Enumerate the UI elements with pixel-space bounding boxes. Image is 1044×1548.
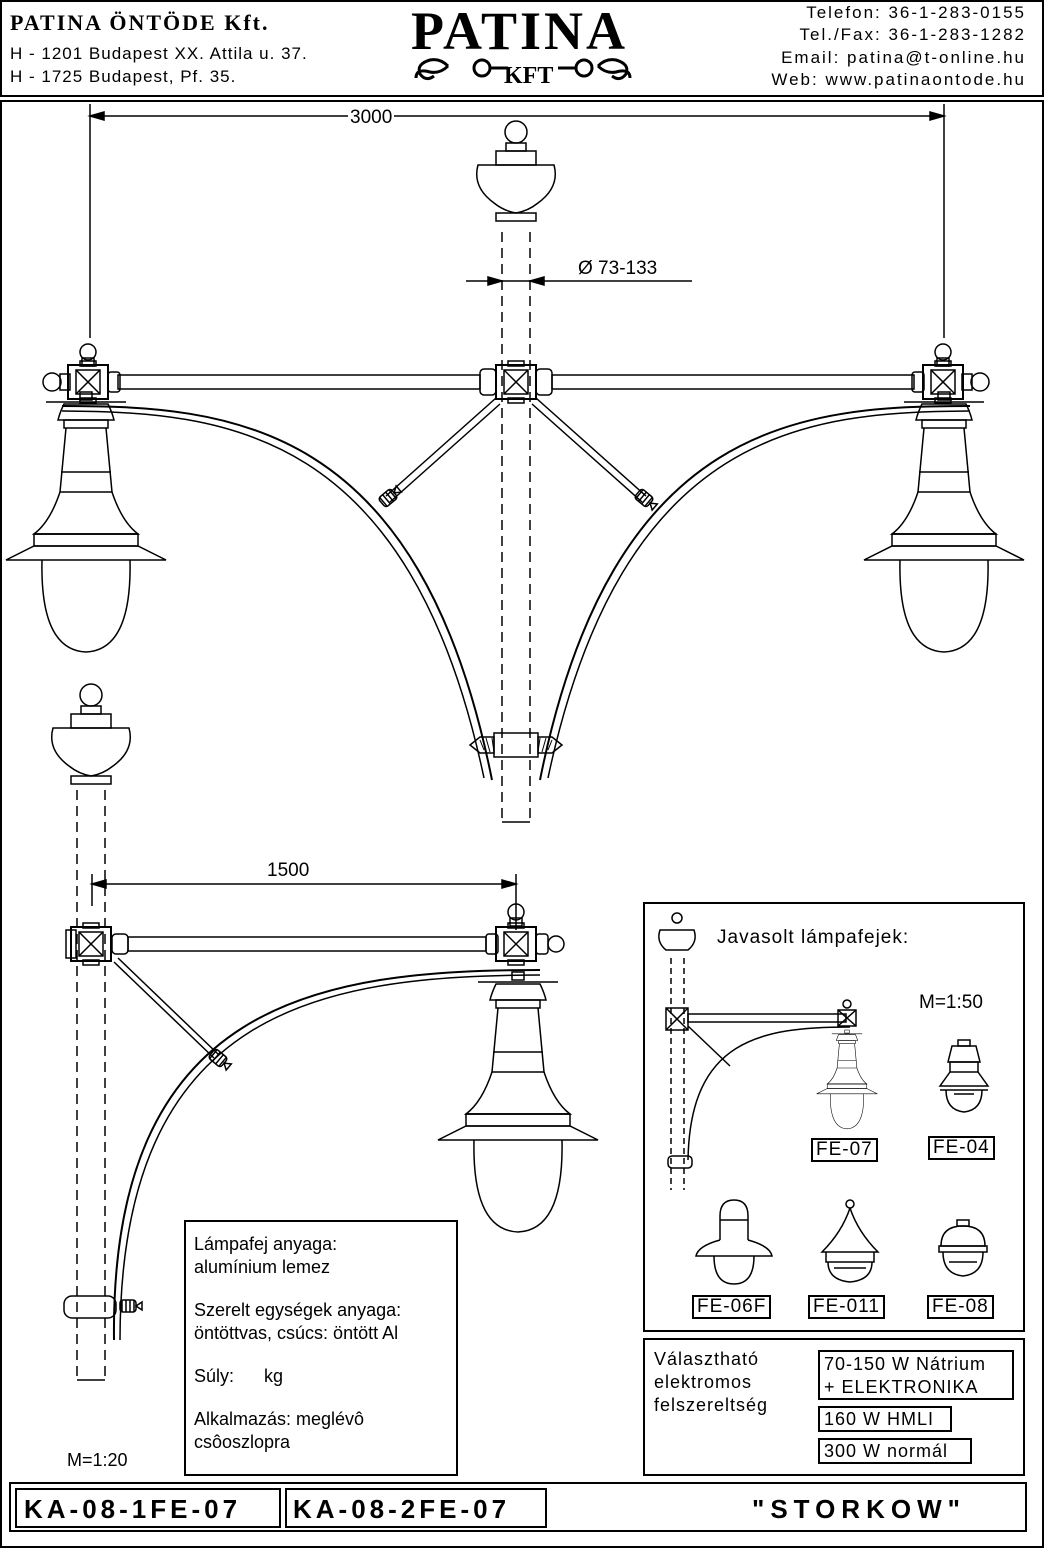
product-code-2: KA-08-2FE-07 — [293, 1494, 511, 1524]
web: Web: www.patinaontode.hu — [771, 70, 1026, 89]
dimension-1500: 1500 — [267, 860, 310, 881]
email: Email: patina@t-online.hu — [781, 48, 1026, 67]
material-line-2: alumínium lemez — [194, 1257, 331, 1277]
weight-unit: kg — [264, 1366, 284, 1386]
head-label-fe-08: FE-08 — [927, 1295, 994, 1319]
material-line-1: Lámpafej anyaga: — [194, 1234, 338, 1254]
address-line-2: H - 1725 Budapest, Pf. 35. — [10, 67, 237, 86]
electrical-label-line-3: felszereltség — [654, 1395, 769, 1415]
logo-subtext: KFT — [504, 63, 554, 89]
logo-text: PATINA — [411, 1, 628, 61]
electrical-label: Választható elektromos felszereltség — [654, 1348, 768, 1417]
weight-row: Súly: kg — [194, 1365, 401, 1388]
scale-main: M=1:20 — [67, 1450, 128, 1470]
scale-small: M=1:50 — [919, 992, 983, 1013]
head-label-fe-011: FE-011 — [808, 1295, 885, 1319]
material-box: Lámpafej anyaga: alumínium lemez Szerelt… — [194, 1233, 401, 1454]
suggested-heads-title: Javasolt lámpafejek: — [717, 927, 910, 948]
phone: Telefon: 36-1-283-0155 — [806, 3, 1026, 22]
company-name: PATINA ÖNTÖDE Kft. — [10, 10, 270, 35]
material-line-3: Szerelt egységek anyaga: — [194, 1300, 402, 1320]
electrical-option-2: 160 W HMLI — [818, 1406, 952, 1432]
product-code-1: KA-08-1FE-07 — [24, 1494, 242, 1524]
fax: Tel./Fax: 36-1-283-1282 — [799, 25, 1026, 44]
product-name: "STORKOW" — [752, 1494, 966, 1524]
weight-label: Súly: — [194, 1366, 235, 1386]
dimension-3000: 3000 — [348, 107, 395, 128]
electrical-option-1: 70-150 W Nátrium + ELEKTRONIKA — [818, 1350, 1014, 1400]
head-label-fe-04: FE-04 — [928, 1136, 995, 1160]
electrical-option-1-line-1: 70-150 W Nátrium — [824, 1354, 987, 1374]
head-label-fe-06f: FE-06F — [692, 1295, 772, 1319]
electrical-label-line-2: elektromos — [654, 1372, 753, 1392]
electrical-option-1-line-2: + ELEKTRONIKA — [824, 1377, 979, 1397]
dimension-diameter: Ø 73-133 — [578, 258, 658, 279]
material-line-6: Alkalmazás: meglévô — [194, 1409, 365, 1429]
electrical-label-line-1: Választható — [654, 1349, 760, 1369]
address-line-1: H - 1201 Budapest XX. Attila u. 37. — [10, 44, 308, 63]
material-line-4: öntöttvas, csúcs: öntött Al — [194, 1323, 399, 1343]
head-label-fe-07: FE-07 — [811, 1138, 878, 1162]
electrical-option-3: 300 W normál — [818, 1438, 972, 1464]
material-line-7: csôoszlopra — [194, 1432, 291, 1452]
